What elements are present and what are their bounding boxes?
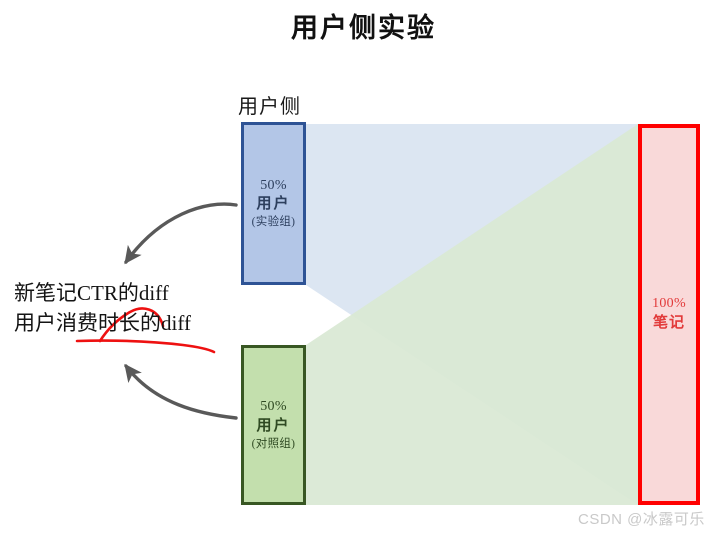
- box-notes-pool[interactable]: 100% 笔记: [638, 124, 700, 505]
- csdn-watermark: CSDN @冰露可乐: [578, 511, 705, 528]
- arrow-control-to-metrics: [124, 363, 238, 420]
- treatment-unit: 用户: [256, 196, 291, 213]
- control-unit: 用户: [256, 417, 291, 434]
- control-percent: 50%: [260, 399, 287, 415]
- red-annotation-underline: [75, 339, 216, 354]
- treatment-group-label: (实验组): [251, 216, 296, 229]
- notes-percent: 100%: [652, 296, 686, 312]
- metrics-labels: 新笔记CTR的diff 用户消费时长的diff: [14, 279, 191, 339]
- control-group-label: (对照组): [251, 437, 296, 450]
- user-side-label: 用户侧: [238, 96, 301, 118]
- metric-line-ctr-diff: 新笔记CTR的diff: [14, 281, 169, 305]
- arrow-treatment-to-metrics: [124, 202, 238, 265]
- box-control-group[interactable]: 50% 用户 (对照组): [241, 345, 306, 505]
- red-annotation-stroke: [98, 307, 165, 343]
- page-title: 用户侧实验: [291, 13, 436, 43]
- box-treatment-group[interactable]: 50% 用户 (实验组): [241, 122, 306, 285]
- notes-unit: 笔记: [652, 314, 685, 331]
- metric-line-duration-diff: 用户消费时长的diff: [14, 310, 191, 335]
- flow-control-band: [306, 124, 638, 505]
- treatment-percent: 50%: [260, 177, 287, 193]
